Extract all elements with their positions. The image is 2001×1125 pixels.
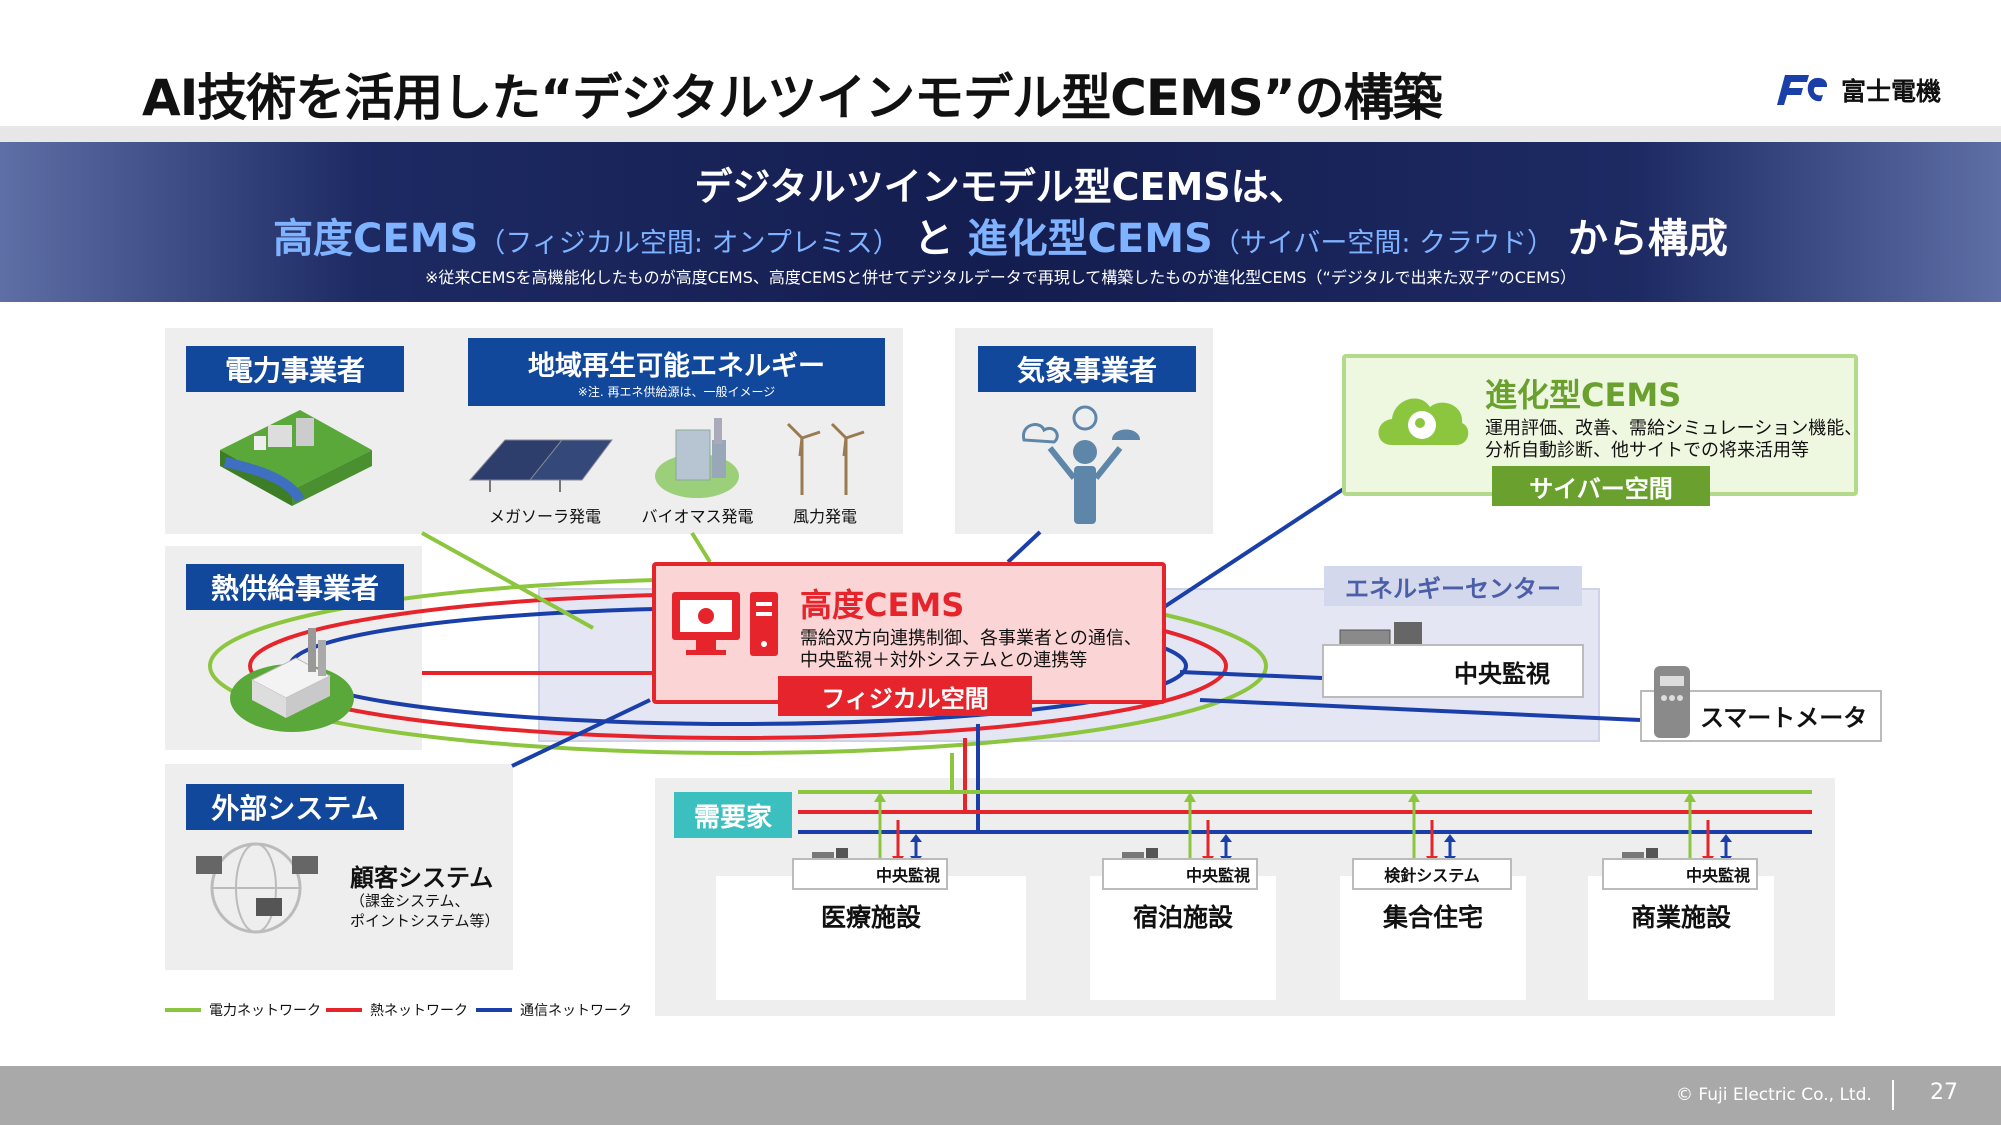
wind-turbine-icon	[786, 422, 865, 495]
renewable-note: ※注. 再エネ供給源は、一般イメージ	[577, 385, 776, 399]
cloud-ai-icon	[1378, 398, 1469, 445]
banner-evolved-sub: （サイバー空間: クラウド）	[1212, 228, 1554, 259]
comm-link-center	[1179, 670, 1323, 680]
central-monitor-box	[1322, 644, 1584, 698]
banner-advanced-sub: （フィジカル空間: オンプレミス）	[478, 228, 900, 259]
site-hotel	[1090, 876, 1276, 1000]
site-apartment-monitor: 検針システム	[1352, 858, 1512, 890]
banner-evolved: 進化型CEMS	[967, 216, 1213, 262]
external-system-label: 外部システム	[186, 784, 404, 830]
legend-power-label: 電力ネットワーク	[209, 1003, 321, 1019]
page-title: AI技術を活用した“デジタルツインモデル型CEMS”の構築	[142, 69, 1443, 127]
weather-company-label: 気象事業者	[978, 346, 1196, 392]
energy-center-label: エネルギーセンター	[1324, 566, 1582, 606]
heat-company-label: 熱供給事業者	[186, 564, 404, 610]
comm-link-external	[511, 698, 651, 768]
heat-plant-icon	[230, 628, 354, 732]
legend-heat-label: 熱ネットワーク	[370, 1003, 468, 1019]
power-link-supplier	[421, 531, 594, 630]
banner-advanced: 高度CEMS	[273, 216, 479, 262]
customer-system-title: 顧客システム	[350, 864, 494, 892]
banner-line1: デジタルツインモデル型CEMSは、	[694, 165, 1307, 209]
evolved-cems-desc2: 分析自動診断、他サイトでの将来活用等	[1485, 440, 1809, 461]
advanced-cems-title: 高度CEMS	[800, 586, 965, 624]
advanced-cems-desc2: 中央監視＋対外システムとの連携等	[800, 650, 1088, 671]
comm-link-meter	[1199, 698, 1641, 722]
footer-bar	[0, 1066, 2001, 1125]
copyright: © Fuji Electric Co., Ltd.	[1676, 1085, 1872, 1105]
mega-solar-label: メガソーラ発電	[488, 507, 601, 526]
site-hotel-name: 宿泊施設	[1132, 903, 1233, 932]
advanced-cems-icon	[672, 592, 778, 656]
site-commercial-name: 商業施設	[1630, 903, 1731, 932]
footer-divider	[1892, 1080, 1894, 1110]
site-medical-monitor: 中央監視	[792, 858, 948, 890]
power-link-renewable	[690, 531, 712, 564]
legend-comm: 通信ネットワーク	[476, 1000, 632, 1020]
site-medical-name: 医療施設	[820, 903, 921, 932]
weather-person-icon	[1022, 405, 1140, 524]
site-medical	[716, 876, 1026, 1000]
banner-note: ※従来CEMSを高機能化したものが高度CEMS、高度CEMSと併せてデジタルデー…	[424, 268, 1577, 287]
advanced-cems-desc1: 需給双方向連携制御、各事業者との通信、	[800, 628, 1142, 649]
demand-label: 需要家	[674, 792, 792, 838]
power-company-label: 電力事業者	[186, 346, 404, 392]
logo-text: 富士電機	[1840, 77, 1941, 106]
site-hotel-monitor: 中央監視	[1102, 858, 1258, 890]
customer-system-sub2: ポイントシステム等）	[350, 912, 500, 930]
evolved-cems-title: 進化型CEMS	[1485, 376, 1682, 414]
power-plant-icon	[220, 410, 372, 506]
wind-label: 風力発電	[792, 507, 857, 526]
renewable-title: 地域再生可能エネルギー	[528, 351, 825, 382]
fuji-logo-icon	[1776, 75, 1827, 105]
cyber-space-tag: サイバー空間	[1492, 466, 1710, 506]
site-apartment	[1340, 876, 1526, 1000]
comm-link-weather	[1006, 530, 1042, 564]
smart-meter-label: スマートメータ	[1700, 704, 1868, 732]
site-commercial-monitor: 中央監視	[1602, 858, 1758, 890]
evolved-cems-desc1: 運用評価、改善、需給シミュレーション機能、	[1485, 418, 1863, 439]
summary-banner	[0, 142, 2001, 302]
biomass-plant-icon	[655, 418, 739, 498]
solar-panel-icon	[468, 439, 613, 492]
physical-space-tag: フィジカル空間	[778, 676, 1032, 716]
banner-line2: 高度CEMS（フィジカル空間: オンプレミス） と 進化型CEMS（サイバー空間…	[0, 206, 2001, 264]
legend-comm-label: 通信ネットワーク	[520, 1003, 632, 1019]
customer-system-sub1: （課金システム、	[350, 892, 470, 910]
header-divider	[0, 126, 2001, 144]
comm-link-cyber	[1156, 486, 1347, 613]
renewable-label: 地域再生可能エネルギー ※注. 再エネ供給源は、一般イメージ	[468, 338, 885, 406]
site-arrows	[874, 792, 1732, 866]
banner-compose: から構成	[1554, 216, 1728, 262]
fuji-logo: 富士電機	[1775, 72, 1941, 108]
legend-heat: 熱ネットワーク	[326, 1000, 468, 1020]
legend-power: 電力ネットワーク	[165, 1000, 321, 1020]
banner-and: と	[899, 216, 968, 262]
site-apartment-name: 集合住宅	[1382, 903, 1483, 932]
site-commercial	[1588, 876, 1774, 1000]
page-number: 27	[1930, 1080, 1958, 1105]
smart-meter-icon	[1654, 666, 1690, 738]
globe-network-icon	[196, 842, 318, 934]
biomass-label: バイオマス発電	[641, 507, 754, 526]
central-monitor-label: 中央監視	[1454, 660, 1550, 688]
